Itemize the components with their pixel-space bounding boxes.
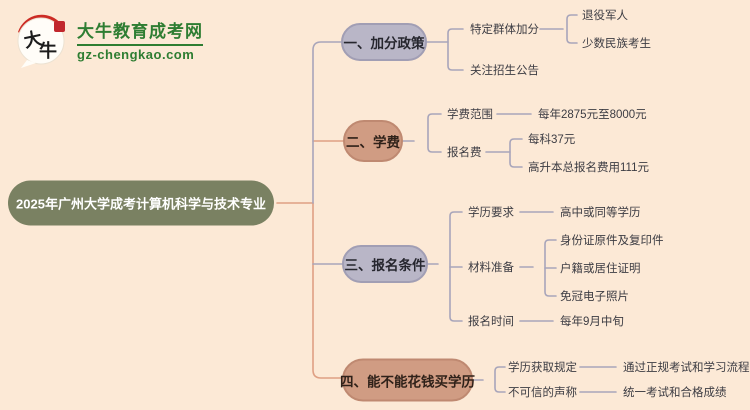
leaf-label: 户籍或居住证明 — [560, 263, 641, 275]
logo-title: 大牛教育成考网 — [77, 21, 203, 41]
logo-url: gz-chengkao.com — [77, 46, 195, 62]
leaf-label: 通过正规考试和学习流程 — [623, 362, 750, 374]
subtopic-label: 学历要求 — [468, 207, 514, 219]
subtopic-label: 材料准备 — [468, 262, 514, 274]
branch-node-bonus-policy: 一、加分政策 — [341, 23, 427, 61]
leaf-label: 统一考试和合格成绩 — [623, 387, 727, 399]
lavender-connectors — [312, 14, 617, 393]
svg-text:大: 大 — [22, 27, 44, 52]
subtopic-label: 特定群体加分 — [470, 24, 539, 36]
subtopic-label: 报名时间 — [468, 316, 514, 328]
leaf-label: 每科37元 — [528, 134, 576, 146]
subtopic-label: 学费范围 — [447, 109, 493, 121]
leaf-label: 每年9月中旬 — [560, 316, 624, 328]
branch-node-buy-degree: 四、能不能花钱买学历 — [340, 358, 475, 402]
subtopic-label: 学历获取规定 — [508, 362, 577, 374]
leaf-label: 每年2875元至8000元 — [538, 109, 647, 121]
logo-divider — [77, 43, 203, 46]
subtopic-label: 关注招生公告 — [470, 65, 539, 77]
leaf-label: 高中或同等学历 — [560, 207, 641, 219]
leaf-label: 免冠电子照片 — [560, 291, 629, 303]
salmon-connectors — [276, 140, 344, 379]
daniu-speech-bubble-icon: 大 牛 — [17, 14, 65, 68]
site-logo: 大 牛 大牛教育成考网 gz-chengkao.com — [14, 10, 203, 68]
subtopic-label: 不可信的声称 — [508, 387, 577, 399]
mindmap-root-node: 2025年广州大学成考计算机科学与技术专业 — [8, 180, 274, 226]
leaf-label: 退役军人 — [582, 10, 628, 22]
subtopic-label: 报名费 — [447, 147, 482, 159]
logo-text-block: 大牛教育成考网 gz-chengkao.com — [77, 17, 203, 62]
branch-node-tuition: 二、学费 — [343, 120, 403, 162]
leaf-label: 高升本总报名费用111元 — [528, 162, 649, 174]
svg-text:牛: 牛 — [39, 40, 57, 62]
leaf-label: 身份证原件及复印件 — [560, 235, 664, 247]
branch-node-requirements: 三、报名条件 — [342, 245, 428, 283]
leaf-label: 少数民族考生 — [582, 38, 651, 50]
